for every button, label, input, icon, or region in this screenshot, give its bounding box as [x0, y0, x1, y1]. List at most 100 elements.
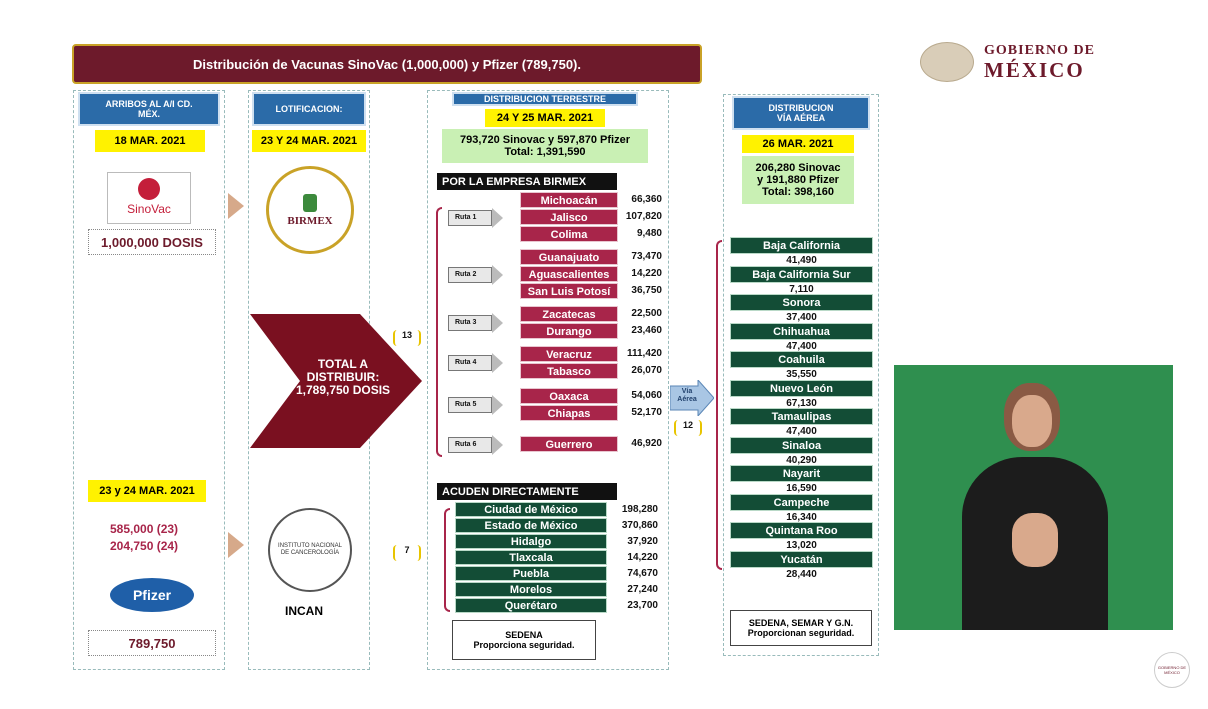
state-value: 54,060: [631, 390, 662, 401]
state-value: 66,360: [631, 194, 662, 205]
slide-title: Distribución de Vacunas SinoVac (1,000,0…: [72, 44, 702, 84]
state-name: Nayarit: [730, 465, 873, 482]
state-name: Tlaxcala: [455, 550, 607, 565]
via-aerea-label: Vía Aérea: [672, 388, 702, 404]
birmex-logo: BIRMEX: [266, 166, 354, 254]
terrestre-summary: 793,720 Sinovac y 597,870 Pfizer Total: …: [442, 129, 648, 163]
directo-section-title: ACUDEN DIRECTAMENTE: [437, 483, 617, 500]
incan-ring: INSTITUTO NACIONAL DE CANCEROLOGÍA: [278, 543, 342, 556]
state-name: Hidalgo: [455, 534, 607, 549]
total-line1: TOTAL A: [317, 357, 369, 371]
terrestre-header: DISTRIBUCION TERRESTRE: [452, 92, 638, 106]
birmex-icon: [303, 193, 317, 212]
state-name: Yucatán: [730, 550, 873, 568]
arribos-header-text: ARRIBOS AL A/I CD. MÉX.: [105, 99, 193, 119]
state-value: 7,110: [789, 283, 814, 295]
state-name: San Luis Potosí: [520, 283, 618, 299]
corner-logo-text: GOBIERNO DE MÉXICO: [1157, 665, 1187, 675]
pfizer-logo-text: Pfizer: [132, 587, 172, 603]
state-value: 16,590: [786, 483, 817, 494]
aerea-summary3: Total: 398,160: [762, 186, 834, 198]
state-value: 46,920: [631, 438, 662, 449]
birmex-section-title: POR LA EMPRESA BIRMEX: [437, 173, 617, 190]
state-value: 47,400: [786, 340, 817, 352]
directo-bracket: [444, 508, 450, 612]
state-name: Sonora: [730, 294, 873, 311]
route-label: Ruta 1: [448, 207, 503, 228]
arrow-right-icon: [228, 532, 244, 558]
birmex-count: 13: [393, 330, 421, 346]
state-name: Sinaloa: [730, 436, 873, 454]
state-name: Aguascalientes: [520, 266, 618, 282]
aerea-date: 26 MAR. 2021: [742, 135, 854, 153]
interpreter-video: [894, 365, 1173, 630]
via-aerea-line2: Aérea: [677, 396, 697, 403]
state-name: Michoacán: [520, 192, 618, 208]
terrestre-security: SEDENA Proporciona seguridad.: [452, 620, 596, 660]
state-name: Zacatecas: [520, 306, 618, 322]
aerea-security1: SEDENA, SEMAR Y G.N.: [748, 618, 854, 628]
terrestre-date: 24 Y 25 MAR. 2021: [485, 109, 605, 127]
aerea-header: DISTRIBUCION VÍA AÉREA: [732, 96, 870, 130]
interpreter-face: [1012, 395, 1052, 447]
gobierno-line2: MÉXICO: [984, 57, 1085, 82]
incan-label: INCAN: [285, 604, 323, 618]
pfizer-logo: Pfizer: [110, 578, 194, 612]
pfizer-line1: 585,000 (23): [110, 522, 179, 536]
seal-icon: [920, 42, 974, 82]
state-name: Durango: [520, 323, 618, 339]
state-value: 27,240: [627, 584, 658, 595]
arribos-date2: 23 y 24 MAR. 2021: [88, 480, 206, 502]
via-aerea-arrow-icon: [670, 380, 714, 416]
directo-count: 7: [393, 545, 421, 561]
aerea-security2: Proporcionan seguridad.: [747, 628, 855, 638]
state-value: 107,820: [625, 211, 662, 222]
state-name: Nuevo León: [730, 379, 873, 397]
aerea-header2: VÍA AÉREA: [776, 113, 826, 123]
gobierno-line1: GOBIERNO DE: [984, 42, 1095, 58]
aerea-summary: 206,280 Sinovac y 191,880 Pfizer Total: …: [742, 156, 854, 204]
aerea-header1: DISTRIBUCION: [768, 103, 834, 113]
state-value: 111,420: [626, 348, 662, 359]
route-label: Ruta 4: [448, 353, 503, 373]
sinovac-icon: [138, 178, 160, 200]
pfizer-total: 789,750: [88, 630, 216, 656]
state-value: 23,700: [627, 600, 658, 611]
state-value: 22,500: [631, 308, 662, 319]
state-value: 28,440: [786, 568, 817, 580]
state-name: Baja California Sur: [730, 265, 873, 283]
state-value: 37,400: [786, 312, 817, 323]
arribos-date1: 18 MAR. 2021: [95, 130, 205, 152]
birmex-bracket: [436, 207, 442, 457]
state-name: Guanajuato: [520, 249, 618, 265]
pfizer-line2: 204,750 (24): [110, 539, 179, 553]
state-name: Estado de México: [455, 518, 607, 533]
state-value: 41,490: [786, 255, 817, 266]
arrow-right-icon: [228, 193, 244, 219]
state-value: 23,460: [631, 325, 662, 336]
state-name: Morelos: [455, 582, 607, 597]
state-value: 26,070: [631, 365, 662, 376]
lotificacion-header: LOTIFICACION:: [252, 92, 366, 126]
state-value: 74,670: [627, 568, 658, 579]
sinovac-dose: 1,000,000 DOSIS: [88, 229, 216, 255]
state-name: Quintana Roo: [730, 522, 873, 539]
sinovac-logo-text: SinoVac: [127, 202, 171, 216]
arribos-header: ARRIBOS AL A/I CD. MÉX.: [78, 92, 220, 126]
state-value: 40,290: [786, 454, 817, 466]
route-label: Ruta 3: [448, 313, 503, 333]
lotificacion-header-text: LOTIFICACION:: [275, 104, 343, 114]
state-value: 13,020: [786, 540, 817, 551]
state-name: Colima: [520, 226, 618, 242]
total-line3: 1,789,750 DOSIS: [295, 383, 391, 397]
state-value: 14,220: [627, 552, 658, 563]
state-name: Jalisco: [520, 209, 618, 225]
aerea-bracket: [716, 240, 722, 570]
state-name: Campeche: [730, 493, 873, 511]
aerea-security: SEDENA, SEMAR Y G.N. Proporcionan seguri…: [730, 610, 872, 646]
total-arrow-icon: [250, 314, 422, 448]
birmex-logo-text: BIRMEX: [287, 214, 333, 227]
state-name: Tabasco: [520, 363, 618, 379]
state-value: 16,340: [786, 511, 817, 523]
total-line2: DISTRIBUIR:: [306, 370, 380, 384]
